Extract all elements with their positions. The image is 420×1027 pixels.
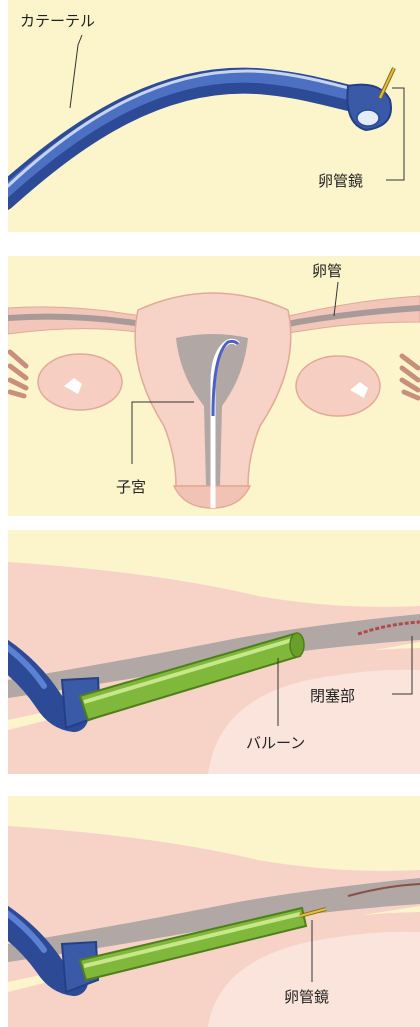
balloon-end bbox=[290, 633, 304, 657]
uterus-label: 子宮 bbox=[116, 478, 146, 496]
fallopian-tube-label: 卵管 bbox=[312, 262, 342, 280]
left-ovary bbox=[38, 354, 122, 410]
panel-catheter: カテーテル 卵管鏡 bbox=[8, 0, 420, 232]
panel-falloposcope: 卵管鏡 bbox=[8, 796, 420, 1027]
balloon-label: バルーン bbox=[246, 734, 305, 752]
occlusion-label: 閉塞部 bbox=[310, 687, 355, 705]
right-ovary bbox=[296, 356, 380, 416]
uterus-illustration: 卵管 子宮 bbox=[8, 256, 420, 516]
falloposcope-label: 卵管鏡 bbox=[318, 172, 363, 190]
balloon-illustration: 閉塞部 バルーン bbox=[8, 530, 420, 774]
panel-uterus: 卵管 子宮 bbox=[8, 256, 420, 516]
catheter-label: カテーテル bbox=[20, 12, 95, 30]
catheter-opening bbox=[357, 110, 379, 126]
falloposcope-label: 卵管鏡 bbox=[284, 988, 329, 1006]
falloposcope-illustration: 卵管鏡 bbox=[8, 796, 420, 1027]
catheter-illustration: カテーテル 卵管鏡 bbox=[8, 0, 420, 232]
panel-balloon: 閉塞部 バルーン bbox=[8, 530, 420, 774]
